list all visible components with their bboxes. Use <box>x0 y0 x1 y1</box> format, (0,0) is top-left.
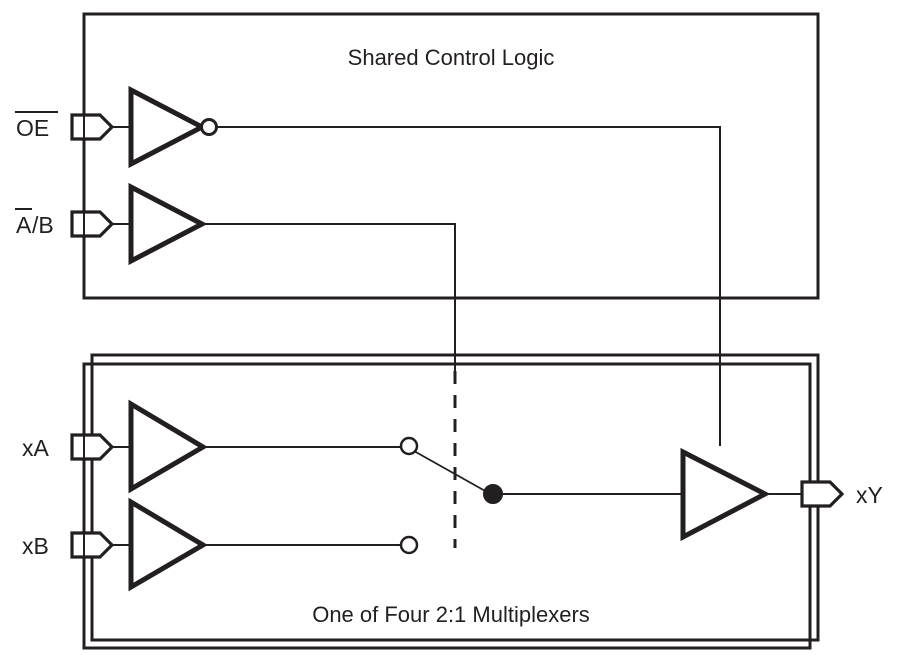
xa-pin-connector[interactable] <box>70 433 115 461</box>
oe-inverter-gate <box>128 85 208 169</box>
xa-buffer-gate <box>128 399 208 494</box>
switch-common-node[interactable] <box>483 484 503 504</box>
oe-inverter-bubble <box>200 118 218 136</box>
xb-label: xB <box>22 533 49 559</box>
output-tristate-buffer-gate <box>680 447 771 542</box>
xb-pin-connector[interactable] <box>70 531 115 559</box>
ab-select-wire <box>202 223 456 371</box>
switch-pole-b-node[interactable] <box>399 535 419 555</box>
xa-label: xA <box>22 435 50 461</box>
ab-buffer-gate <box>128 182 208 266</box>
oe-label: OE <box>16 115 49 141</box>
oe-control-wire <box>217 126 721 446</box>
xy-label: xY <box>856 482 883 508</box>
switch-pole-a-node[interactable] <box>399 436 419 456</box>
xb-buffer-gate <box>128 497 208 592</box>
xy-pin-connector[interactable] <box>800 480 845 508</box>
switch-blade[interactable] <box>413 450 488 493</box>
ab-label-a: A <box>16 212 32 238</box>
multiplexer-title: One of Four 2:1 Multiplexers <box>312 602 590 627</box>
shared-control-logic-title: Shared Control Logic <box>348 45 555 70</box>
oe-pin-connector[interactable] <box>70 113 115 141</box>
ab-pin-connector[interactable] <box>70 210 115 238</box>
ab-label-rest: /B <box>32 212 54 238</box>
